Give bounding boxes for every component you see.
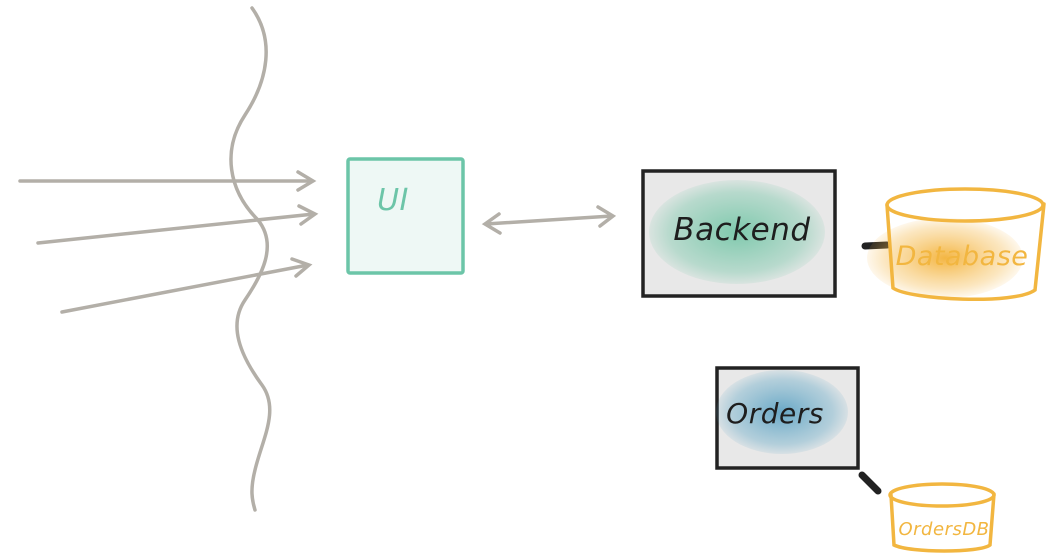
database-cylinder[interactable]: [867, 187, 1046, 302]
orders-ordersdb-connector: [858, 471, 882, 495]
ui-box[interactable]: [346, 157, 465, 275]
ordersdb-label: OrdersDB: [898, 519, 989, 540]
orders-label: Orders: [726, 397, 824, 430]
incoming-arrow-1: [18, 170, 317, 192]
ordersdb-cylinder[interactable]: [888, 482, 996, 553]
incoming-arrow-2: [36, 204, 319, 245]
boundary-wave-line: [229, 6, 272, 512]
backend-label: Backend: [673, 212, 810, 248]
database-color-blob: [867, 218, 1023, 298]
ui-label: UI: [377, 183, 409, 218]
incoming-arrow-3: [60, 257, 313, 314]
database-label: Database: [896, 241, 1029, 272]
backend-color-blob: [649, 180, 825, 284]
orders-color-blob: [716, 370, 848, 454]
ui-backend-arrow: [481, 205, 617, 235]
